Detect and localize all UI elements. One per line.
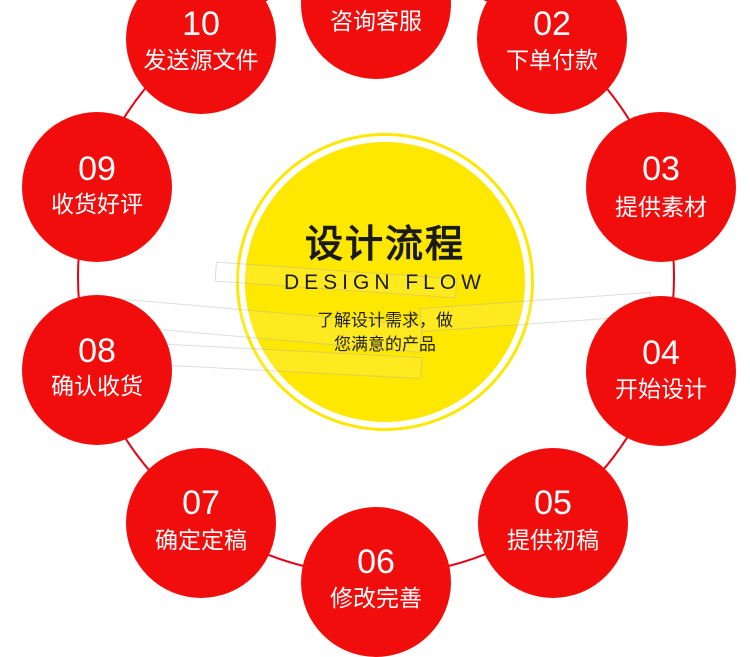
center-description-line-2: 您满意的产品 [334, 335, 436, 355]
step-04-circle: 04 开始设计 [586, 296, 736, 446]
step-number: 04 [642, 334, 680, 372]
step-02-circle: 02 下单付款 [477, 0, 627, 114]
step-number: 07 [182, 484, 220, 522]
step-label: 开始设计 [615, 377, 707, 403]
center-circle [245, 142, 525, 422]
step-number: 09 [78, 150, 116, 188]
step-03-circle: 03 提供素材 [586, 112, 736, 262]
step-number: 10 [182, 5, 220, 43]
step-label: 咨询客服 [330, 9, 422, 35]
step-09-circle: 09 收货好评 [22, 112, 172, 262]
step-number: 08 [78, 332, 116, 370]
step-label: 确认收货 [51, 374, 143, 400]
step-label: 提供初稿 [507, 528, 599, 554]
step-label: 发送源文件 [143, 48, 259, 74]
step-06-circle: 06 修改完善 [301, 507, 451, 657]
step-number: 02 [533, 5, 571, 43]
center-title: 设计流程 [304, 222, 465, 266]
step-number: 06 [357, 543, 395, 581]
step-label: 下单付款 [506, 48, 598, 74]
step-number: 05 [534, 484, 572, 522]
center-subtitle: DESIGN FLOW [283, 271, 486, 294]
step-number: 03 [642, 150, 680, 188]
step-label: 修改完善 [330, 586, 422, 612]
step-08-circle: 08 确认收货 [22, 295, 172, 445]
step-label: 确定定稿 [155, 528, 247, 554]
step-label: 提供素材 [615, 195, 707, 221]
step-05-circle: 05 提供初稿 [478, 448, 628, 598]
step-label: 收货好评 [51, 192, 143, 218]
center-ring [236, 133, 534, 431]
step-07-circle: 07 确定定稿 [126, 448, 276, 598]
center-description-line-1: 了解设计需求，做 [317, 311, 453, 331]
